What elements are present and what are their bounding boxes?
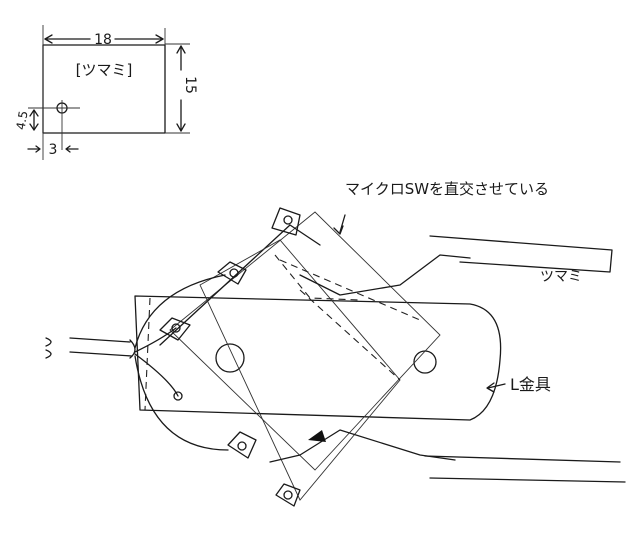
hole-height-dimension: 4.5 [14,110,31,131]
l-bracket [134,295,502,421]
note-orthogonal-switch: マイクロSWを直交させている [345,180,549,198]
height-dimension: 15 [182,76,198,94]
bracket-label: L金具 [510,375,551,394]
knob-rail-bottom [424,455,626,483]
knob-detail-drawing: [ツマミ] 18 15 4.5 3 [14,25,198,160]
knob-title: [ツマミ] [76,61,133,79]
assembly-drawing: マイクロSWを直交させている ツマミ L金具 [45,180,626,507]
width-dimension: 18 [94,32,112,48]
knob-outline [42,44,166,134]
bracket-hole-left [215,343,245,373]
micro-switch [169,211,441,471]
hole-offset-dimension: 3 [49,142,58,158]
bracket-hole-right [413,350,437,374]
cable [69,337,136,359]
knob-rail-top [429,235,613,273]
knob-label: ツマミ [540,269,582,285]
